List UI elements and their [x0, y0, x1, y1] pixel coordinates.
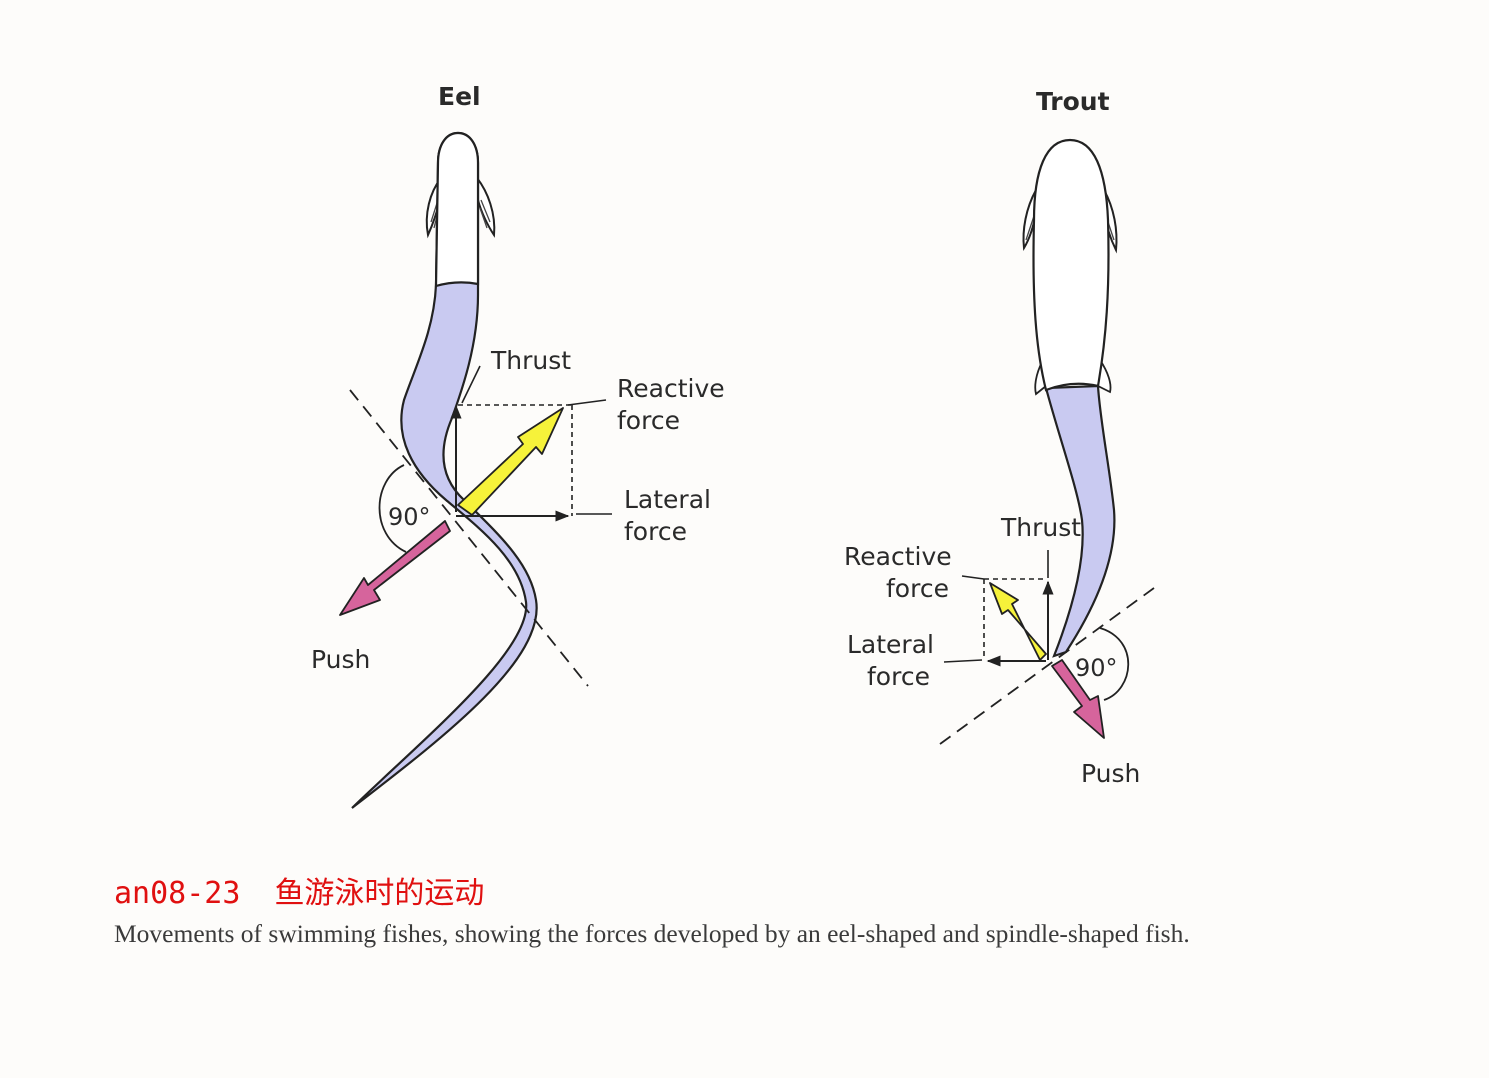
trout-body	[1032, 138, 1110, 392]
trout-thrust-label: Thrust	[1000, 513, 1081, 542]
eel-body-axis	[349, 389, 589, 687]
eel-reactive-label-2: force	[617, 406, 680, 435]
eel-push-arrow	[339, 520, 451, 616]
caption-title-cn: 鱼游泳时的运动	[274, 876, 485, 911]
trout-title: Trout	[1036, 87, 1110, 116]
eel-push-label: Push	[311, 645, 370, 674]
trout-push-arrow	[1051, 659, 1105, 739]
eel-title: Eel	[438, 82, 481, 111]
eel-lateral-label-2: force	[624, 517, 687, 546]
eel-lateral-label-1: Lateral	[624, 485, 711, 514]
trout-figure: Trout Thrust Reactive force Lateral	[844, 87, 1155, 788]
fish-forces-diagram: Eel Thrust Reactive force Lateral force …	[311, 82, 1155, 809]
eel-angle-label: 90°	[388, 503, 431, 531]
trout-reactive-label-1: Reactive	[844, 542, 952, 571]
trout-lateral-label-1: Lateral	[847, 630, 934, 659]
trout-lateral-label-2: force	[867, 662, 930, 691]
trout-reactive-label-2: force	[886, 574, 949, 603]
eel-angle-arc	[378, 464, 407, 553]
eel-figure: Eel Thrust Reactive force Lateral force …	[311, 82, 725, 809]
eel-reactive-label-1: Reactive	[617, 374, 725, 403]
caption-code: an08-23	[114, 876, 241, 911]
trout-body-axis	[939, 587, 1155, 745]
trout-reactive-force-arrow	[989, 582, 1047, 661]
caption-heading: an08-23 鱼游泳时的运动	[114, 868, 484, 912]
eel-thrust-label: Thrust	[490, 346, 571, 375]
trout-angle-arc	[1099, 627, 1130, 701]
eel-head	[434, 131, 480, 288]
eel-right-fin	[475, 174, 496, 238]
caption-description: Movements of swimming fishes, showing th…	[114, 919, 1190, 948]
trout-push-label: Push	[1081, 759, 1140, 788]
eel-reactive-force-arrow	[457, 407, 564, 516]
trout-angle-label: 90°	[1075, 654, 1118, 682]
